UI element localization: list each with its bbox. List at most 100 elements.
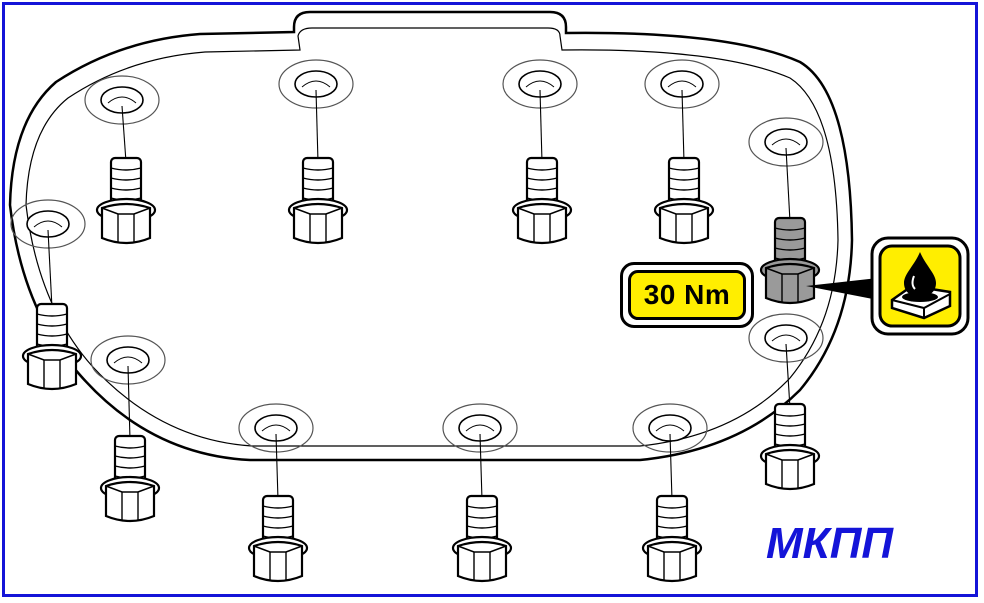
bolt-head <box>646 540 698 583</box>
bolt-leader <box>479 433 483 501</box>
bolt-thread <box>262 505 294 509</box>
washer-bore <box>261 424 291 432</box>
bolt-leader <box>785 147 791 223</box>
bolt-thread <box>262 515 294 519</box>
cover-gasket-line <box>25 27 839 447</box>
bolt-head-facet <box>253 545 303 553</box>
bolt-thread <box>466 505 498 509</box>
bolt-thread <box>668 187 700 191</box>
bolt-head <box>252 540 304 583</box>
bolt <box>90 335 166 523</box>
bolt-leader <box>127 365 131 441</box>
bolt-thread <box>262 525 294 529</box>
bolt-head-facet <box>101 207 151 215</box>
bolt-thread <box>466 515 498 519</box>
bolt-head <box>658 202 710 245</box>
bolt-thread <box>526 167 558 171</box>
bolt-leader <box>681 89 685 163</box>
bolt <box>442 403 518 583</box>
sealant-leader-line <box>806 278 878 300</box>
washer-outer <box>748 117 824 167</box>
bolt <box>238 403 314 583</box>
washer-outer <box>10 199 86 249</box>
sealant-drop-icon <box>870 236 970 336</box>
bolt-head <box>100 202 152 245</box>
bolt-head-facet <box>517 207 567 215</box>
bolt-thread <box>114 445 146 449</box>
bolt-thread <box>774 433 806 437</box>
bolt-leader <box>539 89 543 163</box>
bolt-head-facet <box>293 207 343 215</box>
bolt-head-facet <box>457 545 507 553</box>
bolt <box>748 313 824 491</box>
bolt-thread <box>36 333 68 337</box>
washer-bore <box>33 220 63 228</box>
bolt-thread <box>110 187 142 191</box>
bolt-thread <box>302 177 334 181</box>
bolt-head <box>516 202 568 245</box>
bolt-head-facet <box>647 545 697 553</box>
bolt-thread <box>36 313 68 317</box>
bolt-thread <box>302 187 334 191</box>
bolt-head <box>764 262 816 305</box>
bolt-thread <box>526 177 558 181</box>
bolt-thread <box>114 455 146 459</box>
washer-bore <box>301 80 331 88</box>
bolt-head <box>26 348 78 391</box>
bolt-leader <box>275 433 279 501</box>
cover-plate-outline <box>8 10 854 462</box>
washer-bore <box>771 334 801 342</box>
bolt-thread <box>774 247 806 251</box>
bolt-thread <box>110 167 142 171</box>
torque-value: 30 Nm <box>628 270 746 320</box>
bolt-head-facet <box>765 267 815 275</box>
bolt-thread <box>302 167 334 171</box>
bolt <box>502 59 578 245</box>
bolt-thread <box>774 423 806 427</box>
bolt-thread <box>656 505 688 509</box>
washer-bore <box>525 80 555 88</box>
bolt <box>278 59 354 245</box>
washer-bore <box>655 424 685 432</box>
bolt-thread <box>526 187 558 191</box>
bolt-head-facet <box>27 353 77 361</box>
washer-outer <box>748 313 824 363</box>
bolt-thread <box>466 525 498 529</box>
bolt-head-facet <box>659 207 709 215</box>
bolt-leader <box>315 89 319 163</box>
bolt-head <box>292 202 344 245</box>
bolt <box>632 403 708 583</box>
bolt-leader <box>121 105 127 163</box>
washer-bore <box>667 80 697 88</box>
bolt-head <box>104 480 156 523</box>
bolt-leader <box>669 433 673 501</box>
bolt-thread <box>774 413 806 417</box>
bolt-thread <box>36 323 68 327</box>
bolt-thread <box>668 177 700 181</box>
bolt-thread <box>774 227 806 231</box>
bolt-thread <box>668 167 700 171</box>
bolt-thread <box>114 465 146 469</box>
bolt <box>84 75 160 245</box>
bolt-head <box>456 540 508 583</box>
bolt-thread <box>110 177 142 181</box>
washer-outer <box>84 75 160 125</box>
washer-bore <box>771 138 801 146</box>
caption-mkpp: МКПП <box>766 519 893 568</box>
bolt-leader <box>47 229 53 309</box>
bolt <box>644 59 720 245</box>
bolt-head-facet <box>105 485 155 493</box>
torque-label: 30 Nm <box>620 262 754 328</box>
washer-bore <box>107 96 137 104</box>
bolt-group <box>10 59 824 583</box>
bolt-thread <box>774 237 806 241</box>
washer-bore <box>113 356 143 364</box>
washer-bore <box>465 424 495 432</box>
bolt-head <box>764 448 816 491</box>
bolt-thread <box>656 525 688 529</box>
highlighted-bolt <box>748 117 824 305</box>
bolt-head-facet <box>765 453 815 461</box>
bolt <box>10 199 86 391</box>
